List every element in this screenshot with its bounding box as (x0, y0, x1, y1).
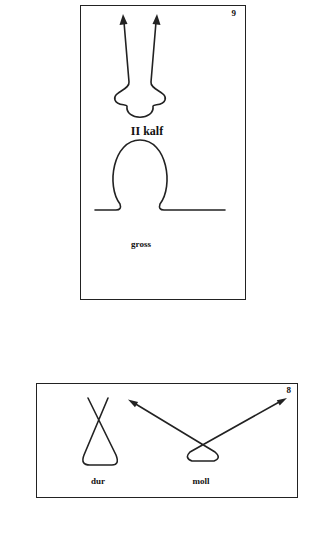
card: 8 dur moll (36, 383, 298, 498)
moll-figure (134, 401, 281, 461)
dur-figure (83, 398, 117, 465)
figure-label: dur (91, 477, 105, 486)
arrowhead (277, 398, 287, 406)
arrowhead (153, 14, 161, 25)
gross-figure (95, 140, 225, 210)
figure-label: gross (131, 240, 151, 249)
card-number: 8 (287, 386, 292, 395)
figure-label: II kalf (131, 125, 163, 137)
kalf-figure (115, 22, 166, 117)
figure-label: moll (193, 477, 210, 486)
arrowhead (120, 14, 128, 25)
arrowhead (128, 400, 138, 408)
card: 9 II kalf gross (80, 5, 246, 300)
card-number: 9 (232, 9, 237, 18)
